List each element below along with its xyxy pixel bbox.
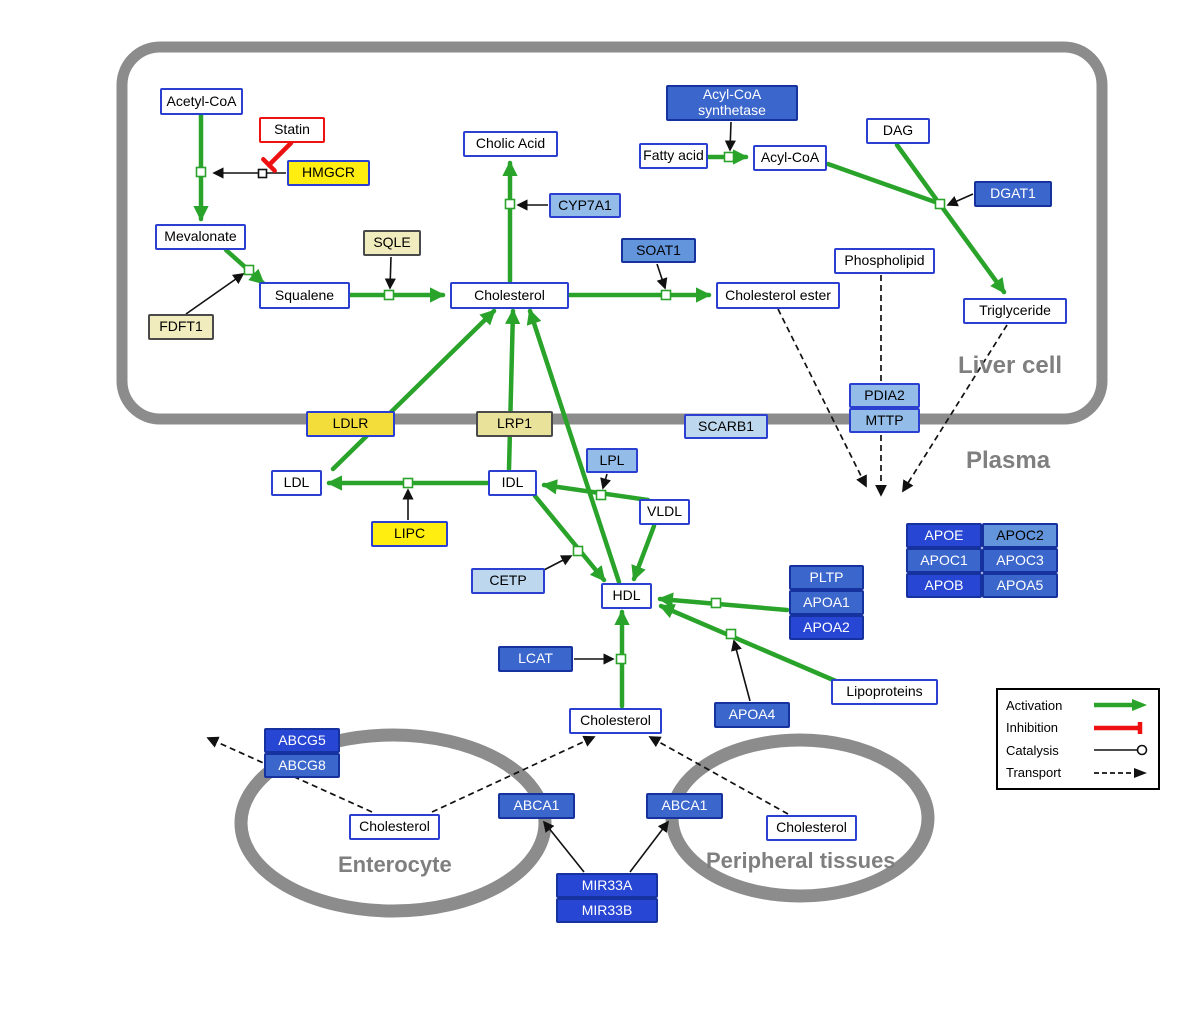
node-lcat[interactable]: LCAT [498,646,573,672]
node-mttp[interactable]: MTTP [849,408,920,433]
enterocyte-label: Enterocyte [338,852,452,877]
node-mir33b[interactable]: MIR33B [556,898,658,923]
reaction-nodes [195,151,946,665]
node-idl[interactable]: IDL [488,470,537,496]
node-ldlr[interactable]: LDLR [306,411,395,437]
node-pdia2[interactable]: PDIA2 [849,383,920,408]
node-scarb1[interactable]: SCARB1 [684,414,768,439]
node-hdl[interactable]: HDL [601,583,652,609]
liver-cell-membrane [116,41,1108,425]
node-apob[interactable]: APOB [906,573,982,598]
node-statin[interactable]: Statin [259,117,325,143]
node-abca1-center[interactable]: ABCA1 [498,793,575,819]
node-triglyceride[interactable]: Triglyceride [963,298,1067,324]
legend-activation-label: Activation [1006,697,1063,713]
node-acyl-coa[interactable]: Acyl-CoA [753,145,827,171]
node-squalene[interactable]: Squalene [259,282,350,309]
node-cetp[interactable]: CETP [471,568,545,594]
node-lipc[interactable]: LIPC [371,521,448,547]
node-cholesterol-enterocyte[interactable]: Cholesterol [349,814,440,840]
node-hmgcr[interactable]: HMGCR [287,160,370,186]
node-acyl-coa-synthetase[interactable]: Acyl-CoA synthetase [666,85,798,121]
node-cholic-acid[interactable]: Cholic Acid [463,131,558,157]
node-apoa2[interactable]: APOA2 [789,615,864,640]
node-dag[interactable]: DAG [866,118,930,144]
node-soat1[interactable]: SOAT1 [621,238,696,263]
activation-edges [193,112,1007,709]
node-mir33a[interactable]: MIR33A [556,873,658,898]
transport-dashed-arrow-icon [1094,767,1147,778]
node-abca1-peripheral[interactable]: ABCA1 [646,793,723,819]
node-cholesterol-ester[interactable]: Cholesterol ester [716,282,840,309]
inhibition-edge-statin [261,140,294,173]
node-lpl[interactable]: LPL [586,448,638,473]
legend-row-catalysis: Catalysis [1006,739,1150,761]
peripheral-tissues-label: Peripheral tissues [706,848,896,873]
node-cholesterol-plasma[interactable]: Cholesterol [569,708,662,734]
node-abcg5[interactable]: ABCG5 [264,728,340,753]
inhibition-tbar-icon [1094,721,1143,734]
node-lipoproteins[interactable]: Lipoproteins [831,679,938,705]
node-dgat1[interactable]: DGAT1 [974,181,1052,207]
node-acetyl-coa[interactable]: Acetyl-CoA [160,88,243,115]
node-fatty-acid[interactable]: Fatty acid [639,143,708,169]
node-sqle[interactable]: SQLE [363,230,421,256]
node-fdft1[interactable]: FDFT1 [148,314,214,340]
node-apoc3[interactable]: APOC3 [982,548,1058,573]
liver-cell-label: Liver cell [958,352,1063,379]
legend-row-transport: Transport [1006,762,1150,784]
legend-catalysis-label: Catalysis [1006,742,1059,758]
node-ldl[interactable]: LDL [271,470,322,496]
catalysis-circle-icon [1094,744,1148,756]
legend: Activation Inhibition Catalysis Transpor… [996,688,1160,790]
node-apoa5[interactable]: APOA5 [982,573,1058,598]
node-pltp[interactable]: PLTP [789,565,864,590]
node-mevalonate[interactable]: Mevalonate [155,224,246,250]
activation-arrow-icon [1094,699,1147,712]
legend-transport-label: Transport [1006,765,1062,781]
node-apoe[interactable]: APOE [906,523,982,548]
legend-row-inhibition: Inhibition [1006,717,1150,739]
node-phospholipid[interactable]: Phospholipid [834,248,935,274]
node-cyp7a1[interactable]: CYP7A1 [549,193,621,218]
node-apoa1[interactable]: APOA1 [789,590,864,615]
node-vldl[interactable]: VLDL [639,499,690,525]
node-cholesterol-peripheral[interactable]: Cholesterol [766,815,857,841]
node-apoa4[interactable]: APOA4 [714,702,790,728]
node-abcg8[interactable]: ABCG8 [264,753,340,778]
node-lrp1[interactable]: LRP1 [476,411,553,437]
legend-inhibition-label: Inhibition [1006,720,1059,736]
legend-row-activation: Activation [1006,694,1150,716]
node-apoc1[interactable]: APOC1 [906,548,982,573]
node-cholesterol-liver[interactable]: Cholesterol [450,282,569,309]
node-apoc2[interactable]: APOC2 [982,523,1058,548]
plasma-label: Plasma [966,447,1051,474]
catalysis-edges [185,121,974,873]
